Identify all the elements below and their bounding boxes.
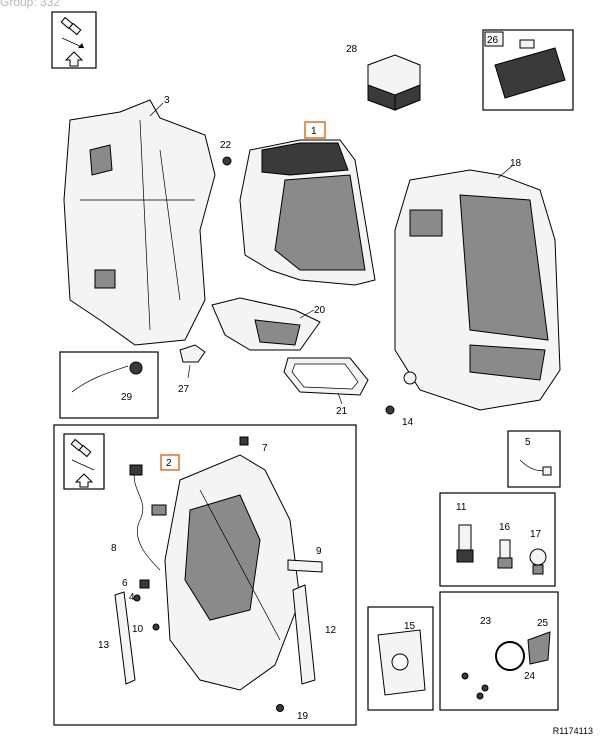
bulbs-box[interactable] (439, 492, 556, 587)
callout-20: 20 (314, 305, 326, 316)
callout-10: 10 (132, 624, 144, 635)
part-11-bulb[interactable] (456, 524, 474, 563)
part-7-cap[interactable] (239, 436, 249, 446)
callout-9: 9 (316, 546, 322, 557)
callout-14: 14 (402, 417, 414, 428)
parts-23-24-25-box[interactable] (439, 591, 559, 711)
callout-8: 8 (111, 543, 117, 554)
part-15-bracket-box[interactable] (367, 606, 434, 711)
part-2-lamp-assembly[interactable] (164, 454, 301, 691)
part-27-clip[interactable] (179, 344, 206, 363)
group-header: Group: 332 (0, 0, 61, 9)
part-8-harness[interactable] (129, 464, 167, 571)
callout-13: 13 (98, 640, 110, 651)
callout-29: 29 (121, 392, 133, 403)
part-1-headlamp[interactable] (239, 139, 376, 286)
part-20-fog-light[interactable] (211, 297, 321, 351)
callout-12: 12 (325, 625, 337, 636)
part-3-bracket[interactable] (63, 99, 216, 346)
part-16-bulb[interactable] (497, 539, 513, 569)
callout-28: 28 (346, 44, 358, 55)
callout-3: 3 (164, 95, 170, 106)
part-28-box[interactable] (367, 54, 421, 111)
swap-arrows-icon (60, 16, 85, 49)
callout-22: 22 (220, 140, 232, 151)
part-22-nut[interactable] (222, 156, 232, 166)
up-arrow-icon (74, 473, 94, 488)
callout-16: 16 (499, 522, 511, 533)
assembly-frame (53, 424, 357, 726)
part-4-bolt[interactable] (133, 594, 141, 602)
callout-2-highlight (160, 454, 180, 471)
part-6-clip[interactable] (139, 579, 150, 589)
callout-17: 17 (530, 529, 542, 540)
part-29-wiring-box[interactable] (59, 351, 159, 419)
part-19-screw[interactable] (276, 704, 284, 712)
part-14-screw[interactable] (385, 405, 395, 415)
swap-orientation-icon-box-2[interactable] (63, 433, 105, 490)
callout-6: 6 (122, 578, 128, 589)
part-13-strip[interactable] (114, 591, 136, 685)
callout-26-tag (484, 31, 504, 47)
callout-11: 11 (456, 502, 467, 513)
callout-4: 4 (129, 592, 135, 603)
swap-arrows-icon (70, 438, 95, 471)
callout-1-highlight (304, 121, 326, 139)
up-arrow-icon (64, 51, 84, 67)
callout-27: 27 (178, 384, 190, 395)
swap-orientation-icon-box[interactable] (51, 11, 97, 69)
part-9-label[interactable] (287, 559, 323, 573)
callout-18: 18 (510, 158, 522, 169)
callout-25: 25 (537, 618, 549, 629)
part-5-cable-tie-box[interactable] (507, 430, 561, 488)
callout-19: 19 (297, 711, 309, 722)
part-18-housing[interactable] (394, 169, 561, 411)
part-23-screws[interactable] (461, 672, 489, 700)
callout-5: 5 (525, 437, 531, 448)
part-21-gasket[interactable] (283, 357, 369, 396)
part-25-clip[interactable] (527, 631, 551, 665)
callout-2: 2 (166, 458, 172, 469)
part-17-bulb[interactable] (529, 548, 547, 575)
part-12-strip[interactable] (292, 584, 316, 685)
callout-26: 26 (487, 35, 499, 46)
part-24-ring[interactable] (495, 641, 525, 671)
part-10-screw[interactable] (152, 623, 160, 631)
callout-23: 23 (480, 616, 492, 627)
callout-24: 24 (524, 671, 536, 682)
part-26-case-box[interactable] (482, 29, 574, 111)
reference-code: R1174113 (552, 726, 593, 736)
callout-7: 7 (262, 443, 268, 454)
callout-15: 15 (404, 621, 416, 632)
callout-21: 21 (336, 406, 348, 417)
callout-1: 1 (311, 126, 317, 137)
